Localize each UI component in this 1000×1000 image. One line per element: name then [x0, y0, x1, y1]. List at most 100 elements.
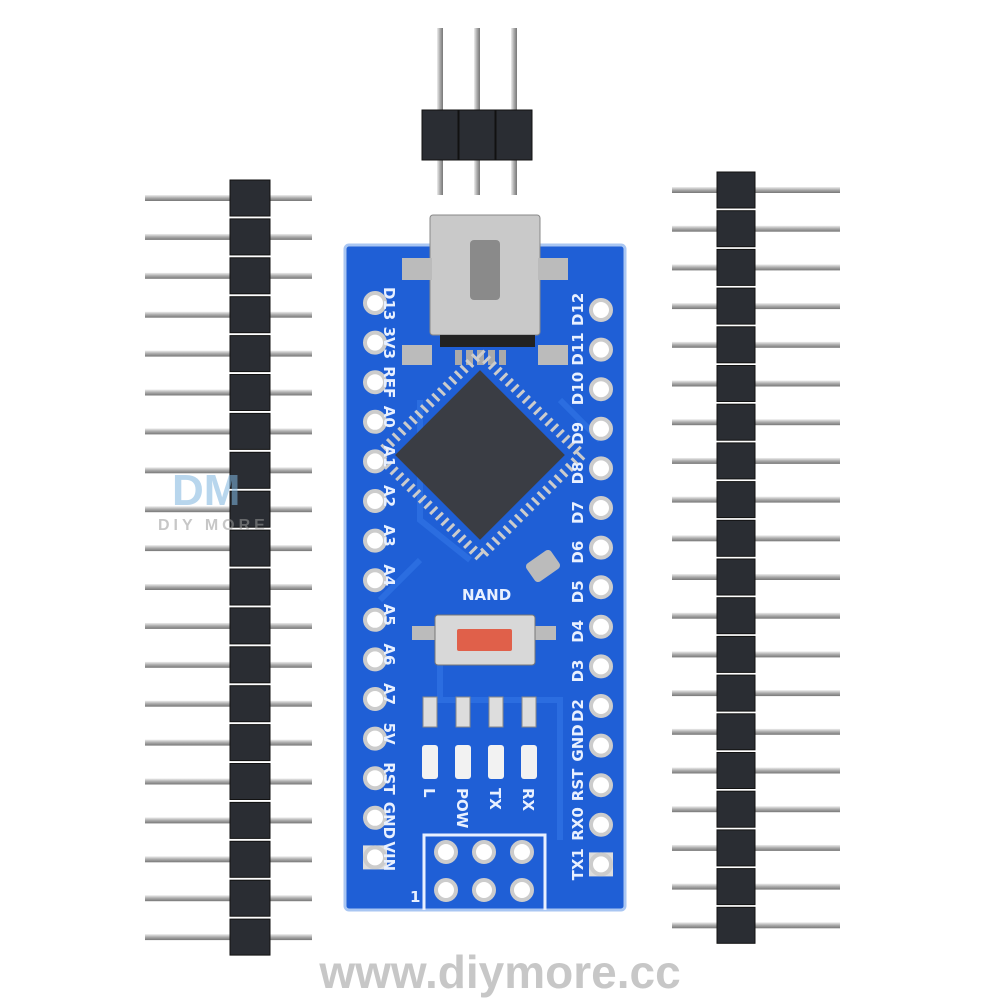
pin-pad [589, 496, 613, 520]
led-resistor [521, 696, 537, 728]
header-block [495, 109, 533, 161]
header-block [716, 829, 756, 867]
led-label-tx: TX [486, 788, 504, 810]
led-label-rx: RX [519, 788, 537, 812]
pin-label-d8: D8 [569, 462, 587, 485]
reset-button[interactable] [412, 614, 556, 666]
header-block [229, 840, 271, 878]
pin-pad [589, 694, 613, 718]
pin-pad [589, 416, 613, 441]
header-pin [145, 233, 312, 240]
pin-label-a3: A3 [380, 525, 398, 547]
pin-pad [363, 370, 387, 395]
header-block [229, 529, 271, 567]
header-block [716, 326, 756, 364]
header-block [716, 481, 756, 519]
led [488, 745, 504, 779]
header-block [716, 287, 756, 325]
pin-pad [589, 575, 613, 600]
icsp-pad [510, 840, 534, 864]
header-block [229, 335, 271, 373]
header-pin [145, 389, 312, 396]
header-pin [672, 496, 840, 503]
right-pin-header [672, 171, 840, 944]
pin-label-a0: A0 [380, 406, 398, 428]
header-pin [145, 895, 312, 902]
pin-pad [363, 805, 387, 830]
watermark-url: www.diymore.cc [318, 946, 680, 998]
header-pin [672, 922, 840, 929]
pin-pad [363, 528, 387, 553]
watermark-logo-text: DIY MORE [158, 517, 269, 534]
header-pin [672, 457, 840, 464]
header-pin [672, 690, 840, 697]
led-resistor [455, 696, 471, 728]
header-block [421, 109, 459, 161]
top-3-pin-header [421, 28, 533, 195]
led [422, 745, 438, 779]
pin-pad [363, 726, 387, 751]
header-block [229, 801, 271, 839]
pin-label-3v3: 3V3 [380, 327, 398, 359]
pin-label-gnd: GND [380, 802, 398, 839]
pin-label-vin: VIN [380, 841, 398, 871]
header-block [229, 179, 271, 217]
header-pin [672, 728, 840, 735]
pin-label-a5: A5 [380, 604, 398, 626]
header-pin [672, 419, 840, 426]
icsp-pads [434, 840, 534, 902]
pin-pad [363, 568, 387, 593]
header-block [716, 635, 756, 673]
pin-label-a4: A4 [380, 564, 398, 586]
header-block [229, 646, 271, 684]
header-pin [145, 467, 312, 474]
led-resistor [488, 696, 504, 728]
pin-pads [363, 291, 613, 877]
header-block [716, 674, 756, 712]
header-block [229, 607, 271, 645]
header-pin [672, 651, 840, 658]
pin-label-d5: D5 [569, 580, 587, 603]
pin-label-rst: RST [380, 762, 398, 795]
pin-label-d7: D7 [569, 501, 587, 524]
board-label: NAND [462, 586, 511, 604]
header-block [229, 257, 271, 295]
pin-pad [363, 291, 387, 315]
led [455, 745, 471, 779]
led-label-pow: POW [453, 788, 471, 829]
header-block [229, 879, 271, 917]
pin-pad [589, 812, 613, 837]
header-pin [672, 806, 840, 813]
header-block [716, 210, 756, 248]
header-block [229, 490, 271, 528]
header-pin [145, 272, 312, 279]
header-block [716, 171, 756, 209]
pin-label-d12: D12 [569, 293, 587, 326]
pin-labels: D133V3REFA0A1A2A3A4A5A6A75VRSTGNDVIND12D… [380, 287, 587, 880]
icsp-pad [472, 840, 496, 864]
header-block [229, 374, 271, 411]
icsp-header-outline [422, 833, 547, 910]
pin-pad [363, 330, 387, 355]
pin-pad [363, 489, 387, 513]
header-pin [145, 584, 312, 590]
header-pin [145, 350, 312, 357]
usb-mini-connector [402, 214, 568, 365]
header-pin [145, 739, 312, 746]
header-pin [672, 767, 840, 774]
pin-pad [363, 607, 387, 632]
icsp-pad [434, 840, 458, 864]
watermark: DM DIY MORE www.diymore.cc [158, 466, 681, 998]
header-pin [145, 817, 312, 824]
watermark-logo: DM [172, 466, 240, 515]
pin-label-a2: A2 [380, 485, 398, 507]
pin-label-ref: REF [380, 366, 398, 398]
left-pin-header [145, 179, 312, 956]
icsp-pad [510, 878, 534, 902]
header-pin [672, 844, 840, 851]
pin-pad [589, 337, 613, 362]
pin-pad [363, 409, 387, 434]
